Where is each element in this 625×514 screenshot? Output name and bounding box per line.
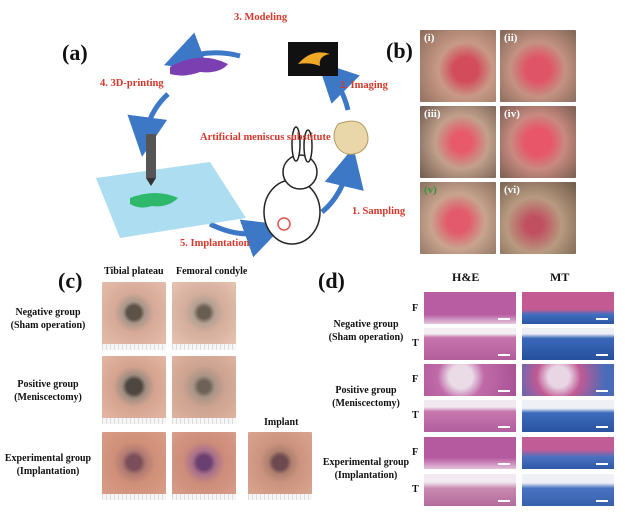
hist-row-label-experimental: Experimental group(Implantation) <box>322 457 410 481</box>
cycle-arrow-top <box>163 32 241 70</box>
he-experimental-f <box>424 437 516 469</box>
col-label-femoral: Femoral condyle <box>176 266 248 277</box>
rabbit <box>263 126 321 245</box>
workflow-diagram <box>96 32 369 258</box>
panel-label-a: (a) <box>62 40 88 65</box>
photo-label: (vi) <box>504 184 520 196</box>
cycle-arrow-left <box>127 92 170 157</box>
mt-negative-f <box>522 292 614 324</box>
knee-photo-negative-tibial <box>102 282 166 350</box>
print-nozzle <box>146 134 156 178</box>
step-label-3d-printing: 4. 3D-printing <box>100 78 164 89</box>
mt-positive-f <box>522 364 614 396</box>
knee-photo-implant <box>248 432 312 500</box>
mt-experimental-f <box>522 437 614 469</box>
knee-photo-experimental-tibial <box>102 432 166 500</box>
surgery-photo-3: (iii) <box>420 106 496 178</box>
photo-label: (iv) <box>504 108 520 120</box>
knee-photo-experimental-femoral <box>172 432 236 500</box>
photo-label: (i) <box>424 32 435 44</box>
cycle-arrow-bottom <box>208 219 285 258</box>
sublabel-t: T <box>412 338 419 349</box>
step-label-sampling: 1. Sampling <box>352 206 406 217</box>
he-positive-t <box>424 400 516 432</box>
hist-row-label-positive: Positive group(Meniscectomy) <box>332 385 400 409</box>
photo-label: (v) <box>424 184 437 196</box>
mt-negative-t <box>522 328 614 360</box>
step-label-implantation: 5. Implantation <box>180 238 250 249</box>
sublabel-t: T <box>412 410 419 421</box>
he-negative-f <box>424 292 516 324</box>
mt-experimental-t <box>522 474 614 506</box>
sublabel-t: T <box>412 484 419 495</box>
panel-label-b: (b) <box>386 38 413 63</box>
photo-label: (ii) <box>504 32 518 44</box>
panel-label-c: (c) <box>58 268 83 293</box>
he-experimental-t <box>424 474 516 506</box>
sublabel-f: F <box>412 303 419 314</box>
sublabel-f: F <box>412 447 419 458</box>
knee-bone <box>333 120 369 155</box>
knee-photo-positive-tibial <box>102 356 166 424</box>
row-label-positive: Positive group(Meniscectomy) <box>14 379 82 403</box>
center-label: Artificial meniscus substitute <box>200 132 331 143</box>
surgery-photo-1: (i) <box>420 30 496 102</box>
printed-meniscus <box>170 57 228 76</box>
col-label-tibial: Tibial plateau <box>104 266 164 277</box>
he-negative-t <box>424 328 516 360</box>
sublabel-f: F <box>412 374 419 385</box>
cycle-arrow-right-upper <box>317 61 360 111</box>
col-label-mt: MT <box>550 270 570 284</box>
surgery-photo-4: (iv) <box>500 106 576 178</box>
surgery-photo-5: (v) <box>420 182 496 254</box>
knee-photo-positive-femoral <box>172 356 236 424</box>
mt-positive-t <box>522 400 614 432</box>
row-label-experimental: Experimental group(Implantation) <box>4 453 92 477</box>
col-label-implant: Implant <box>264 417 299 428</box>
surgery-photo-2: (ii) <box>500 30 576 102</box>
he-positive-f <box>424 364 516 396</box>
row-label-negative: Negative group(Sham operation) <box>10 307 86 331</box>
surgery-photo-6: (vi) <box>500 182 576 254</box>
cycle-arrow-right-lower <box>320 147 364 214</box>
photo-label: (iii) <box>424 108 441 120</box>
panel-label-d: (d) <box>318 268 345 293</box>
step-label-modeling: 3. Modeling <box>234 12 288 23</box>
col-label-he: H&E <box>452 270 480 284</box>
hist-row-label-negative: Negative group(Sham operation) <box>328 319 404 343</box>
knee-photo-negative-femoral <box>172 282 236 350</box>
step-label-imaging: 2. Imaging <box>340 80 388 91</box>
